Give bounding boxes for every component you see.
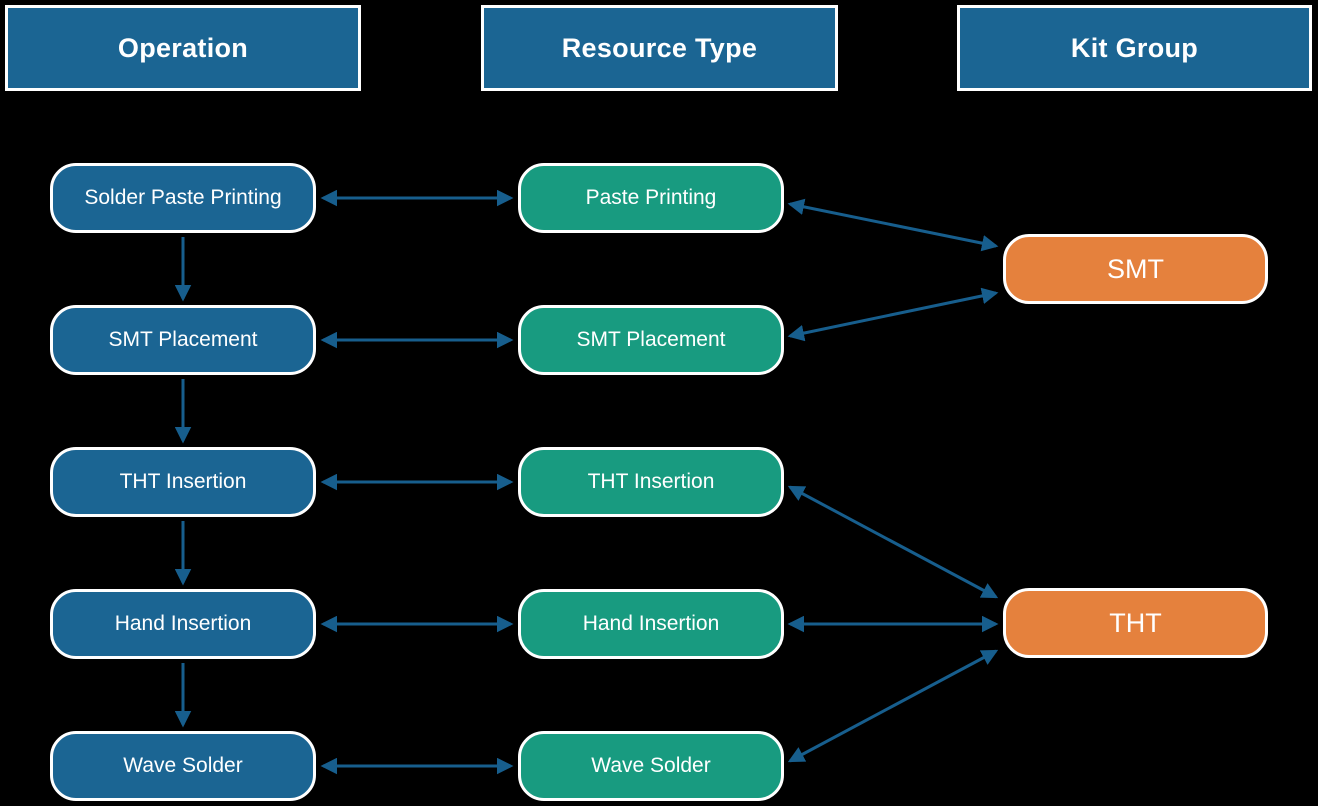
resource-label: Wave Solder	[591, 754, 711, 777]
operation-label: Solder Paste Printing	[84, 186, 282, 209]
resource-node-tht-insertion: THT Insertion	[518, 447, 784, 517]
operation-label: SMT Placement	[108, 328, 258, 351]
operation-node-smt-placement: SMT Placement	[50, 305, 316, 375]
resource-label: THT Insertion	[587, 470, 715, 493]
kit-group-label: SMT	[1107, 253, 1164, 284]
operation-label: THT Insertion	[119, 470, 247, 493]
arrow-smtplacement-smt	[787, 287, 999, 342]
resource-node-paste-printing: Paste Printing	[518, 163, 784, 233]
resource-label: Hand Insertion	[582, 612, 720, 635]
resource-node-smt-placement: SMT Placement	[518, 305, 784, 375]
column-header-kit-group: Kit Group	[957, 5, 1312, 91]
operation-label: Wave Solder	[123, 754, 243, 777]
operation-node-tht-insertion: THT Insertion	[50, 447, 316, 517]
arrow-wavesolder-tht	[787, 649, 999, 763]
resource-label: SMT Placement	[576, 328, 726, 351]
column-header-label: Kit Group	[1070, 32, 1199, 63]
kit-group-node-tht: THT	[1003, 588, 1268, 658]
operation-label: Hand Insertion	[114, 612, 252, 635]
resource-label: Paste Printing	[585, 186, 717, 209]
arrow-thtinsertion-tht	[787, 485, 999, 599]
kit-group-label: THT	[1109, 607, 1162, 638]
column-header-label: Operation	[117, 32, 249, 63]
column-header-label: Resource Type	[561, 32, 758, 63]
operation-node-solder-paste-printing: Solder Paste Printing	[50, 163, 316, 233]
column-header-operation: Operation	[5, 5, 361, 91]
kit-group-node-smt: SMT	[1003, 234, 1268, 304]
column-header-resource-type: Resource Type	[481, 5, 838, 91]
operation-node-wave-solder: Wave Solder	[50, 731, 316, 801]
operation-node-hand-insertion: Hand Insertion	[50, 589, 316, 659]
resource-node-wave-solder: Wave Solder	[518, 731, 784, 801]
resource-node-hand-insertion: Hand Insertion	[518, 589, 784, 659]
arrow-pastepринting-smt	[787, 198, 999, 252]
